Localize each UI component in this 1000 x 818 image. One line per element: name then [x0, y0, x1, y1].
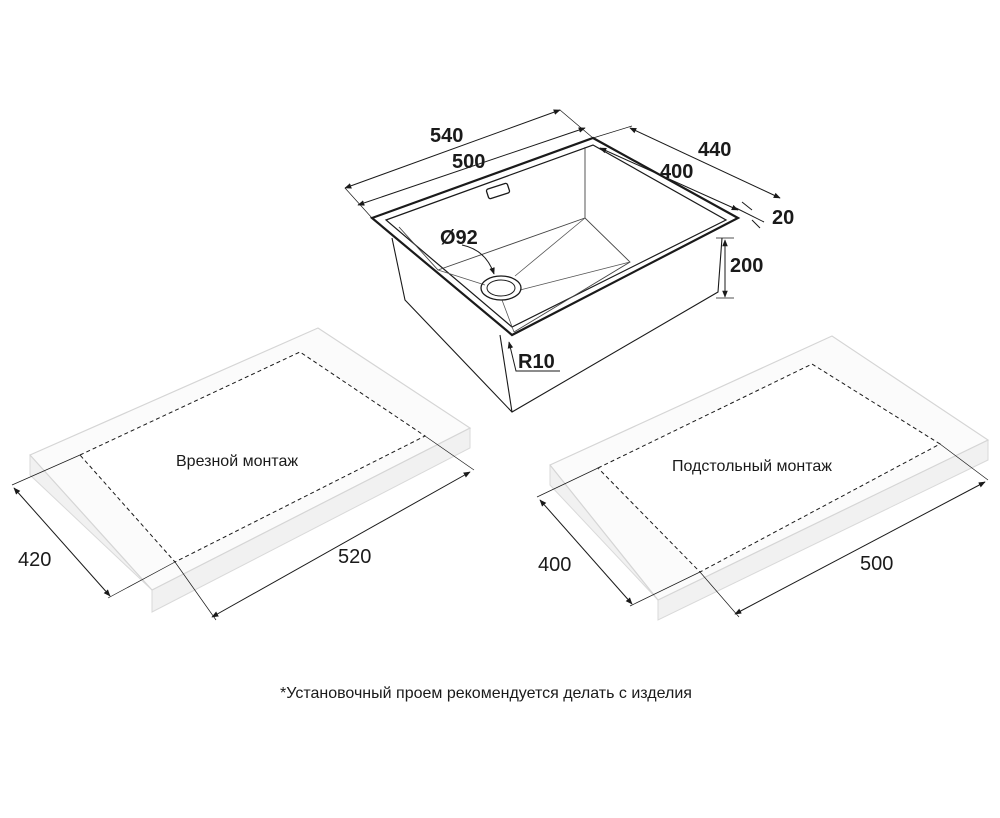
dim-line-540: [344, 109, 561, 189]
dim-200: 200: [730, 255, 763, 277]
dim-420: 420: [18, 549, 51, 571]
overflow-slot: [485, 182, 511, 200]
sink-body-outer: [391, 237, 723, 413]
dim-line-500: [734, 481, 986, 615]
sink-bowl-inner: [398, 217, 631, 333]
footnote: *Установочный проем рекомендуется делать…: [280, 685, 692, 702]
drain-outer: [480, 275, 522, 301]
dim-line-420: [13, 487, 111, 597]
dim-line-400: [599, 147, 739, 211]
sink-body-front-edge: [499, 334, 513, 413]
radius-leader: [507, 341, 560, 372]
dim-520: 520: [338, 546, 371, 568]
dim-line-400: [539, 499, 633, 605]
flush-mount-label: Врезной монтаж: [176, 453, 298, 470]
dim-400: 400: [660, 161, 693, 183]
dim-500-opening: 500: [860, 553, 893, 575]
dim-radius: R10: [518, 351, 555, 373]
undermount-label: Подстольный монтаж: [672, 458, 832, 475]
dim-440: 440: [698, 139, 731, 161]
sink-dimensions: [344, 109, 781, 299]
dim-drain: Ø92: [440, 227, 478, 249]
undermount-board: [536, 335, 990, 621]
drain-inner: [486, 279, 516, 297]
dim-line-520: [211, 471, 471, 618]
dim-line-500: [357, 127, 586, 206]
drain-leader: [461, 244, 495, 275]
dim-500: 500: [452, 151, 485, 173]
dim-540: 540: [430, 125, 463, 147]
dim-20: 20: [772, 207, 794, 229]
flush-mount-board: [11, 327, 475, 621]
dim-400-opening: 400: [538, 554, 571, 576]
dim-line-20: [735, 207, 765, 223]
sink-drain-ribs: [437, 217, 631, 333]
